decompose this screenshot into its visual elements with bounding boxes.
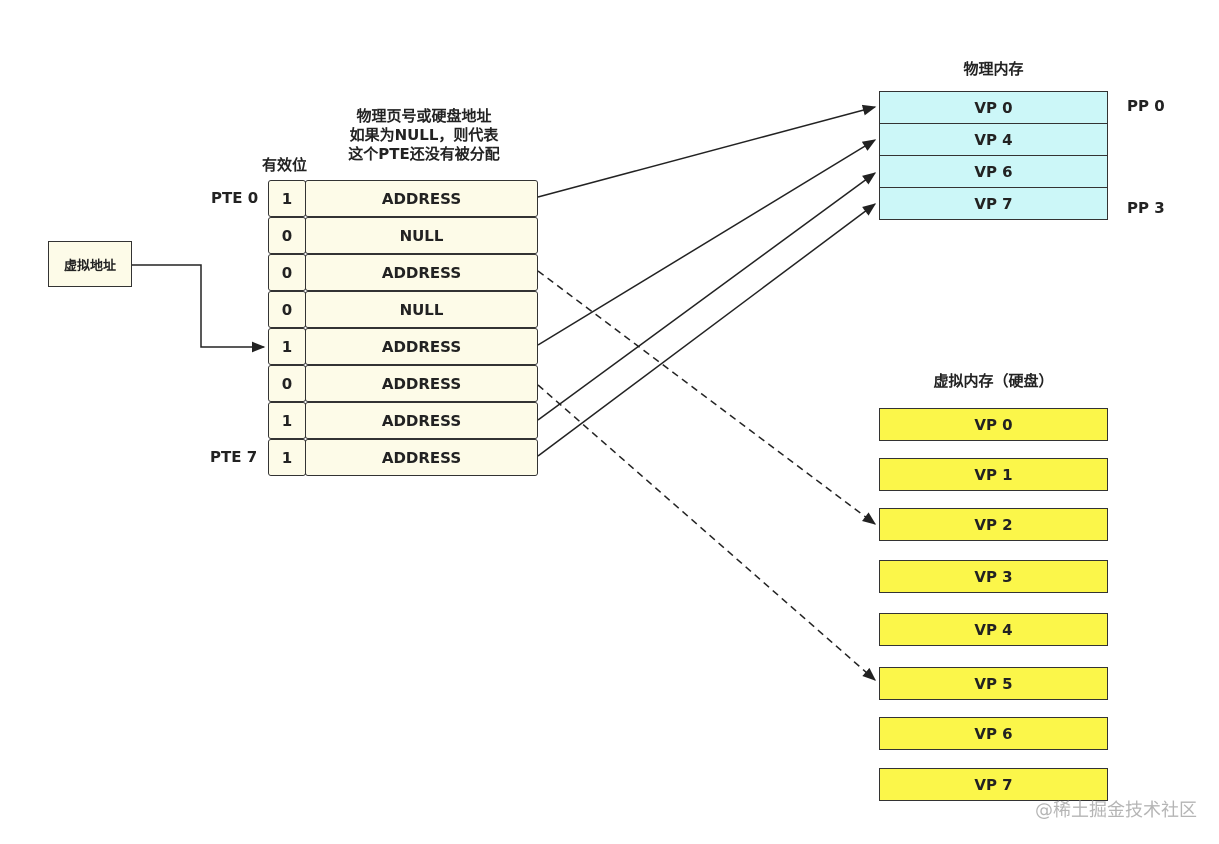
pte-4-valid-bit: 1 [268,328,306,365]
valid-bit-header: 有效位 [262,156,308,174]
disk-page-5: VP 5 [879,667,1108,700]
watermark: @稀土掘金技术社区 [1035,800,1197,821]
virtual-memory-title: 虚拟内存（硬盘） [933,372,1054,390]
disk-page-6: VP 6 [879,717,1108,750]
disk-page-4: VP 4 [879,613,1108,646]
arrow-pte6-to-pp2 [537,172,877,421]
disk-page-7: VP 7 [879,768,1108,801]
pte-7-valid-bit: 1 [268,439,306,476]
pte-4-entry: ADDRESS [305,328,538,365]
pp-3-label: PP 3 [1127,199,1165,217]
pp-0-label: PP 0 [1127,97,1165,115]
disk-page-1: VP 1 [879,458,1108,491]
pte-6-entry: ADDRESS [305,402,538,439]
disk-page-0: VP 0 [879,408,1108,441]
pte-1-entry: NULL [305,217,538,254]
pte-5-entry: ADDRESS [305,365,538,402]
virtual-address-label: 虚拟地址 [63,258,116,274]
pte-1-valid-bit: 0 [268,217,306,254]
arrow-pte4-to-pp1 [537,139,877,346]
address-header-line-2: 如果为NULL，则代表 [349,126,499,144]
physical-page-3: VP 7 [879,187,1108,220]
physical-page-0: VP 0 [879,91,1108,124]
arrow-pte0-to-pp0 [537,104,877,198]
pte-0-label: PTE 0 [211,189,259,207]
arrow-pte5-to-vp5 [537,384,877,681]
virtual-address-box: 虚拟地址 [48,241,132,287]
pte-0-entry: ADDRESS [305,180,538,217]
pte-7-entry: ADDRESS [305,439,538,476]
pte-7-label: PTE 7 [210,448,258,466]
pte-5-valid-bit: 0 [268,365,306,402]
address-header-line-3: 这个PTE还没有被分配 [348,145,500,163]
address-header-line-1: 物理页号或硬盘地址 [356,107,492,125]
disk-page-2: VP 2 [879,508,1108,541]
pte-2-valid-bit: 0 [268,254,306,291]
disk-page-3: VP 3 [879,560,1108,593]
pte-2-entry: ADDRESS [305,254,538,291]
physical-page-2: VP 6 [879,155,1108,188]
physical-page-1: VP 4 [879,123,1108,156]
pte-0-valid-bit: 1 [268,180,306,217]
arrow-pte2-to-vp2 [537,270,877,525]
pte-3-valid-bit: 0 [268,291,306,328]
address-header: 物理页号或硬盘地址 如果为NULL，则代表 这个PTE还没有被分配 [320,107,528,164]
pte-6-valid-bit: 1 [268,402,306,439]
pte-3-entry: NULL [305,291,538,328]
virtual-address-arrow [132,264,266,353]
arrow-pte7-to-pp3 [537,203,877,457]
physical-memory-title: 物理内存 [963,60,1024,78]
